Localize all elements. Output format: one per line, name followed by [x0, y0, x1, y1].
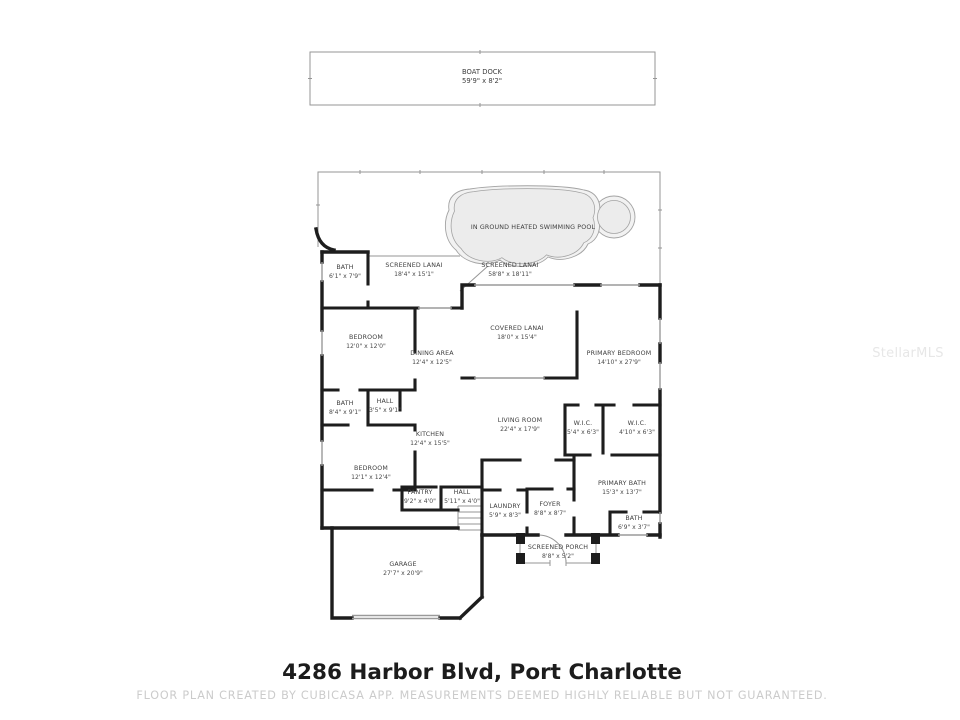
room-label-kitchen: KITCHEN: [416, 431, 444, 438]
room-label-hall-1: HALL: [377, 398, 394, 405]
address-title: 4286 Harbor Blvd, Port Charlotte: [282, 660, 682, 685]
garage-door: [352, 614, 440, 620]
room-label-wic-left: W.I.C.: [574, 420, 593, 427]
room-dims-living-room: 22'4" x 17'9": [500, 426, 540, 433]
front-door-arc: [537, 534, 567, 564]
mls-watermark: StellarMLS: [872, 346, 944, 361]
room-label-hall-2: HALL: [454, 489, 471, 496]
room-dims-dining-area: 12'4" x 12'5": [412, 359, 452, 366]
disclaimer-text: FLOOR PLAN CREATED BY CUBICASA APP. MEAS…: [136, 689, 827, 702]
room-dims-screened-porch: 8'8" x 5'2": [542, 553, 574, 560]
room-dims-bath-bottom: 6'9" x 3'7": [618, 524, 650, 531]
room-dims-garage: 27'7" x 20'9": [383, 570, 423, 577]
room-label-living-room: LIVING ROOM: [498, 417, 543, 424]
room-label-dining-area: DINING AREA: [410, 350, 454, 357]
room-dims-bedroom-1: 12'0" x 12'0": [346, 343, 386, 350]
room-dims-primary-bath: 15'3" x 13'7": [602, 489, 642, 496]
garage-steps: [457, 505, 483, 531]
room-label-garage: GARAGE: [389, 561, 416, 568]
room-label-screened-lanai-large: SCREENED LANAI: [481, 262, 538, 269]
room-label-bath-bottom: BATH: [625, 515, 642, 522]
room-dims-hall-1: 3'5" x 9'1": [369, 407, 401, 414]
room-dims-foyer: 8'8" x 8'7": [534, 510, 566, 517]
interior-walls: [320, 250, 662, 537]
room-dims-boat-dock: 59'9" x 8'2": [462, 77, 502, 85]
room-label-screened-lanai-small: SCREENED LANAI: [385, 262, 442, 269]
room-label-bath-top: BATH: [336, 264, 353, 271]
room-label-screened-porch: SCREENED PORCH: [528, 544, 588, 551]
room-label-laundry: LAUNDRY: [490, 503, 521, 510]
room-label-pantry: PANTRY: [408, 489, 433, 496]
porch-posts: [516, 533, 600, 564]
room-dims-bedroom-2: 12'1" x 12'4": [351, 474, 391, 481]
room-dims-hall-2: 5'11" x 4'0": [444, 498, 480, 505]
room-dims-kitchen: 12'4" x 15'5": [410, 440, 450, 447]
room-dims-pantry: 9'2" x 4'0": [404, 498, 436, 505]
room-dims-wic-left: 5'4" x 6'3": [567, 429, 599, 436]
room-label-wic-right: W.I.C.: [628, 420, 647, 427]
room-dims-bath-top: 6'1" x 7'9": [329, 273, 361, 280]
room-label-bath-mid: BATH: [336, 400, 353, 407]
room-dims-screened-lanai-large: 58'8" x 18'11": [488, 271, 532, 278]
room-label-bedroom-2: BEDROOM: [354, 465, 388, 472]
windows: [321, 262, 661, 620]
room-label-covered-lanai: COVERED LANAI: [490, 325, 544, 332]
room-dims-laundry: 5'9" x 8'3": [489, 512, 521, 519]
screen-lines: [308, 50, 662, 566]
room-dims-screened-lanai-small: 18'4" x 15'1": [394, 271, 434, 278]
room-dims-bath-mid: 8'4" x 9'1": [329, 409, 361, 416]
room-label-foyer: FOYER: [539, 501, 561, 508]
room-label-primary-bedroom: PRIMARY BEDROOM: [587, 350, 652, 357]
room-label-boat-dock: BOAT DOCK: [462, 68, 503, 76]
room-label-bedroom-1: BEDROOM: [349, 334, 383, 341]
lanai-enclosure-outline: [317, 171, 661, 284]
screened-porch-outline: [519, 537, 597, 566]
room-label-primary-bath: PRIMARY BATH: [598, 480, 646, 487]
room-dims-covered-lanai: 18'0" x 15'4": [497, 334, 537, 341]
room-dims-wic-right: 4'10" x 6'3": [619, 429, 655, 436]
room-dims-primary-bedroom: 14'10" x 27'9": [597, 359, 641, 366]
swimming-pool: [444, 185, 636, 267]
exterior-walls: [314, 227, 662, 621]
room-label-pool: IN GROUND HEATED SWIMMING POOL: [471, 224, 596, 231]
